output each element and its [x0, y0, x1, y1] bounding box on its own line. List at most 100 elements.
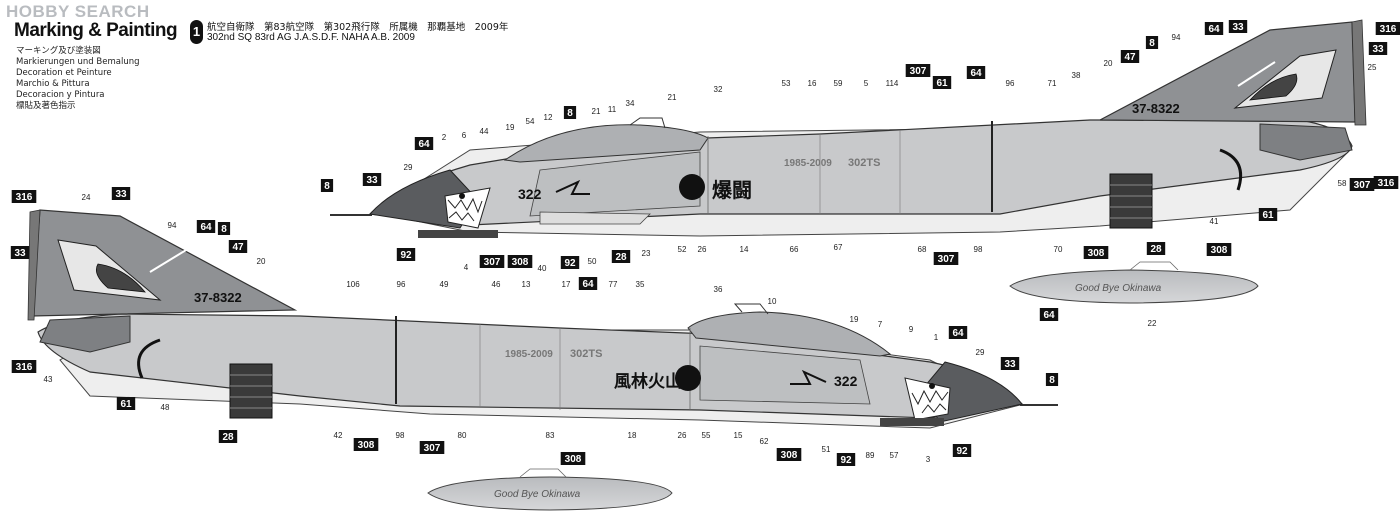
callout-47: 47 — [1120, 50, 1140, 63]
upper-tank-script: Good Bye Okinawa — [1075, 283, 1162, 294]
callout-307: 307 — [905, 64, 931, 77]
callout-33: 33 — [1228, 20, 1248, 33]
callout-23: 23 — [642, 249, 651, 258]
callout-label: 38 — [1072, 71, 1081, 80]
callout-41: 41 — [1210, 217, 1219, 226]
callout-label: 48 — [161, 403, 170, 412]
callout-box — [196, 220, 216, 233]
callout-label: 98 — [974, 245, 983, 254]
callout-label: 77 — [609, 280, 618, 289]
callout-box — [578, 277, 598, 290]
callout-box — [560, 452, 586, 465]
callout-box — [353, 438, 379, 451]
callout-308: 308 — [560, 452, 586, 465]
callout-label: 24 — [82, 193, 91, 202]
upper-serial: 37-8322 — [1132, 101, 1180, 116]
callout-label: 307 — [910, 66, 927, 77]
callout-label: 11 — [608, 105, 617, 114]
callout-box — [560, 256, 580, 269]
callout-box — [776, 448, 802, 461]
callout-box — [563, 106, 577, 119]
callout-label: 28 — [1150, 244, 1162, 255]
upper-anniversary: 1985-2009 — [784, 158, 832, 169]
callout-label: 6 — [462, 131, 467, 140]
callout-label: 316 — [16, 362, 33, 373]
callout-64: 64 — [966, 66, 986, 79]
callout-38: 38 — [1072, 71, 1081, 80]
callout-29: 29 — [404, 163, 413, 172]
callout-box — [1000, 357, 1020, 370]
callout-64: 64 — [578, 277, 598, 290]
callout-64: 64 — [1204, 22, 1224, 35]
callout-box — [905, 64, 931, 77]
callout-box — [836, 453, 856, 466]
callout-label: 5 — [864, 79, 869, 88]
callout-label: 28 — [615, 252, 627, 263]
callout-64: 64 — [1039, 308, 1059, 321]
callout-44: 44 — [480, 127, 489, 136]
callout-label: 13 — [522, 280, 531, 289]
callout-label: 1 — [934, 333, 939, 342]
callout-box — [228, 240, 248, 253]
callout-label: 23 — [642, 249, 651, 258]
callout-box — [396, 248, 416, 261]
callout-box — [217, 222, 231, 235]
callout-36: 36 — [714, 285, 723, 294]
callout-label: 89 — [866, 451, 875, 460]
callout-21: 21 — [668, 93, 677, 102]
callout-label: 98 — [396, 431, 405, 440]
callout-26: 26 — [678, 431, 687, 440]
callout-label: 8 — [1049, 375, 1055, 386]
callout-label: 62 — [760, 437, 769, 446]
scheme-number-badge: 1 — [190, 20, 203, 44]
callout-64: 64 — [414, 137, 434, 150]
callout-52: 52 — [678, 245, 687, 254]
callout-316: 316 — [11, 360, 37, 373]
callout-89: 89 — [866, 451, 875, 460]
callout-label: 307 — [1354, 180, 1371, 191]
callout-label: 3 — [926, 455, 931, 464]
callout-label: 10 — [768, 297, 777, 306]
callout-label: 66 — [790, 245, 799, 254]
lower-serial: 37-8322 — [194, 290, 242, 305]
callout-label: 67 — [834, 243, 843, 252]
callout-51: 51 — [822, 445, 831, 454]
callout-61: 61 — [1258, 208, 1278, 221]
callout-47: 47 — [228, 240, 248, 253]
callout-label: 20 — [1104, 59, 1113, 68]
callout-label: 26 — [698, 245, 707, 254]
callout-114: 114 — [886, 79, 899, 88]
callout-96: 96 — [397, 280, 406, 289]
callout-label: 12 — [544, 113, 553, 122]
callout-box — [111, 187, 131, 200]
callout-label: 64 — [200, 222, 212, 233]
callout-box — [1120, 50, 1140, 63]
callout-label: 47 — [1124, 52, 1136, 63]
callout-8: 8 — [217, 222, 231, 235]
callout-label: 33 — [1004, 359, 1016, 370]
callout-label: 42 — [334, 431, 343, 440]
callout-16: 16 — [808, 79, 817, 88]
callout-box — [1373, 176, 1399, 189]
callout-label: 33 — [366, 175, 378, 186]
callout-92: 92 — [952, 444, 972, 457]
callout-48: 48 — [161, 403, 170, 412]
callout-61: 61 — [932, 76, 952, 89]
callout-label: 70 — [1054, 245, 1063, 254]
callout-label: 8 — [324, 181, 330, 192]
callout-28: 28 — [1146, 242, 1166, 255]
callout-label: 83 — [546, 431, 555, 440]
callout-label: 33 — [1232, 22, 1244, 33]
subtitle-zh: 標貼及著色指示 — [16, 101, 76, 111]
lower-squadron-mark: 302TS — [570, 348, 602, 360]
callout-307: 307 — [933, 252, 959, 265]
callout-label: 50 — [588, 257, 597, 266]
callout-label: 80 — [458, 431, 467, 440]
callout-label: 47 — [232, 242, 244, 253]
upper-kanji: 爆闘 — [712, 179, 752, 202]
callout-label: 308 — [565, 454, 582, 465]
callout-label: 106 — [346, 280, 360, 289]
callout-label: 8 — [567, 108, 573, 119]
callout-label: 58 — [1338, 179, 1347, 188]
